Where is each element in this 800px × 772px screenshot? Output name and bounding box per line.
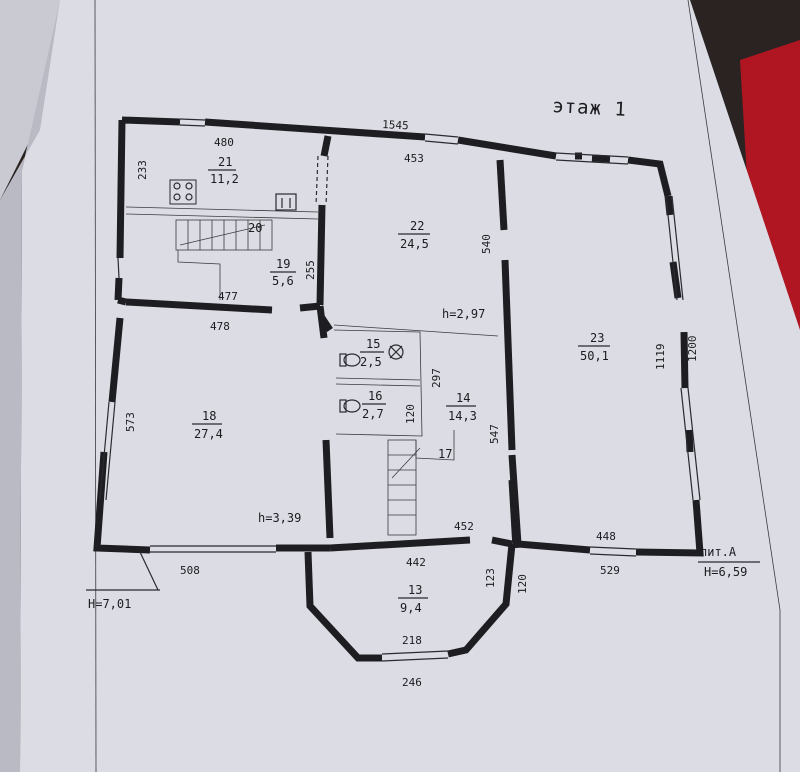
shower-icon	[388, 344, 404, 360]
paper-curl	[0, 0, 130, 200]
svg-text:19: 19	[276, 257, 290, 271]
svg-text:22: 22	[410, 219, 424, 233]
lit-label: лит.А	[700, 545, 737, 559]
dimension-labels: 1545 480 453 233 540 255 477 478 573 297…	[124, 118, 699, 689]
svg-text:246: 246	[402, 676, 422, 689]
bathroom-partitions	[333, 324, 499, 437]
svg-text:120: 120	[404, 404, 417, 424]
svg-text:14: 14	[456, 391, 470, 405]
svg-text:2,5: 2,5	[360, 355, 382, 369]
svg-text:9,4: 9,4	[400, 601, 422, 615]
svg-text:573: 573	[124, 412, 137, 432]
svg-text:27,4: 27,4	[194, 427, 223, 441]
room-22: 22 24,5	[398, 219, 430, 251]
walls	[93, 116, 704, 662]
svg-text:255: 255	[304, 260, 317, 280]
svg-text:233: 233	[136, 160, 149, 180]
toilet-icon	[339, 353, 361, 413]
svg-text:18: 18	[202, 409, 216, 423]
svg-text:14,3: 14,3	[448, 409, 477, 423]
sink-icon	[275, 193, 297, 211]
room-13: 13 9,4	[398, 583, 428, 615]
lit-height: H=6,59	[704, 565, 747, 579]
total-height: H=7,01	[88, 597, 131, 611]
paper-shadow	[0, 0, 60, 772]
svg-text:477: 477	[218, 290, 238, 303]
svg-text:547: 547	[488, 424, 501, 444]
room-20: 20	[248, 221, 262, 235]
svg-text:540: 540	[480, 234, 493, 254]
svg-text:120: 120	[516, 574, 529, 594]
svg-text:21: 21	[218, 155, 232, 169]
svg-text:2,7: 2,7	[362, 407, 384, 421]
svg-text:1200: 1200	[686, 336, 699, 363]
svg-text:16: 16	[368, 389, 382, 403]
room-21: 21 11,2	[208, 155, 239, 186]
room-17: 17	[438, 447, 452, 461]
svg-text:478: 478	[210, 320, 230, 333]
leader-line	[139, 551, 159, 591]
svg-text:5,6: 5,6	[272, 274, 294, 288]
room-16: 16 2,7	[362, 389, 386, 421]
frame-right	[687, 0, 781, 772]
svg-text:452: 452	[454, 520, 474, 533]
stairs-lower	[387, 430, 455, 536]
svg-text:123: 123	[484, 568, 497, 588]
stairs-upper	[125, 206, 319, 300]
room-18: 18 27,4	[192, 409, 223, 441]
floor-title: этаж 1	[552, 95, 628, 121]
stove-icon	[169, 179, 197, 205]
room18-height: h=3,39	[258, 511, 301, 525]
svg-text:508: 508	[180, 564, 200, 577]
svg-text:297: 297	[430, 368, 443, 388]
room-14: 14 14,3	[446, 391, 477, 423]
svg-text:50,1: 50,1	[580, 349, 609, 363]
room-23: 23 50,1	[578, 331, 610, 363]
windows	[99, 118, 701, 662]
svg-text:218: 218	[402, 634, 422, 647]
svg-text:24,5: 24,5	[400, 237, 429, 251]
svg-text:442: 442	[406, 556, 426, 569]
room14-height: h=2,97	[442, 307, 485, 321]
svg-text:13: 13	[408, 583, 422, 597]
svg-text:448: 448	[596, 530, 616, 543]
room-19: 19 5,6	[270, 257, 296, 288]
svg-text:23: 23	[590, 331, 604, 345]
frame-left	[94, 0, 97, 772]
svg-text:1545: 1545	[382, 118, 409, 132]
svg-text:480: 480	[214, 136, 234, 149]
room-15: 15 2,5	[360, 337, 384, 369]
svg-text:453: 453	[404, 152, 424, 165]
svg-text:15: 15	[366, 337, 380, 351]
svg-text:11,2: 11,2	[210, 172, 239, 186]
svg-text:529: 529	[600, 564, 620, 577]
svg-text:1119: 1119	[654, 344, 667, 371]
